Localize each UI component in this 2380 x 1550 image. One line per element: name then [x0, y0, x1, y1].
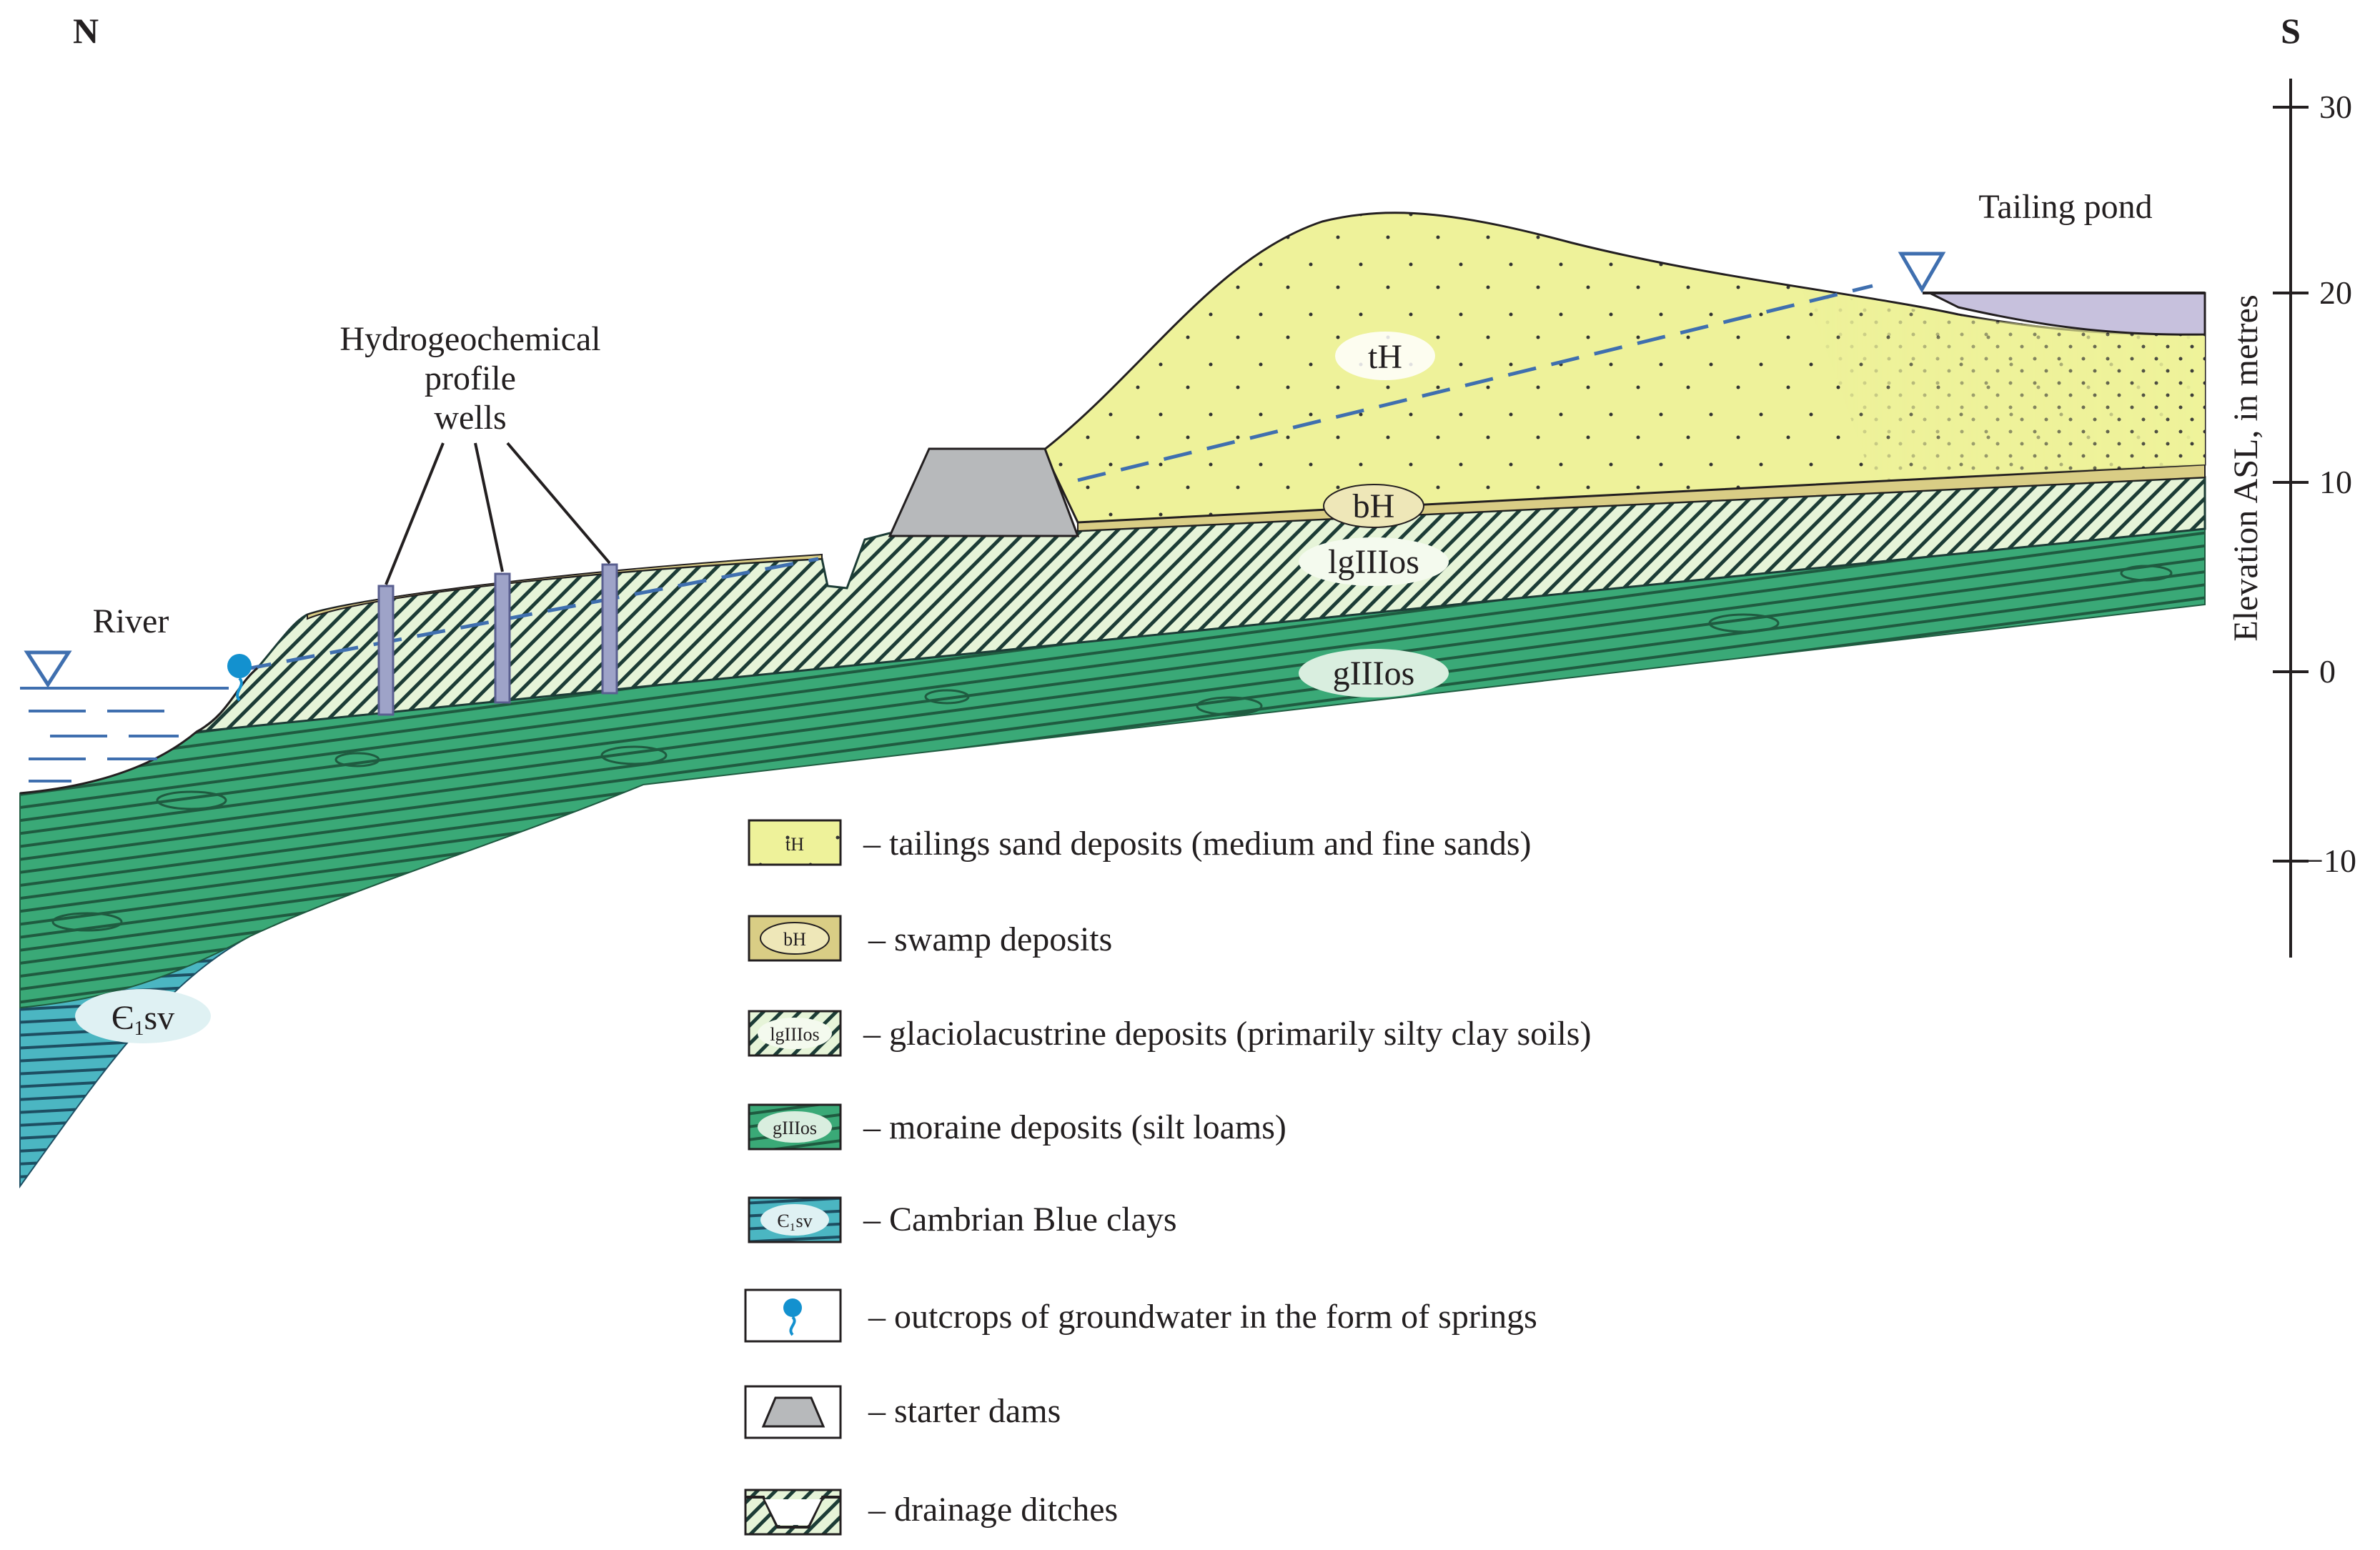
legend-item-spring: – outcrops of groundwater in the form of… — [744, 1288, 1537, 1343]
axis-tick-30: 30 — [2319, 89, 2352, 125]
hydrogeochemical-wells — [377, 563, 618, 716]
river-water — [20, 688, 229, 793]
svg-text:– tailings sand deposits (medi: – tailings sand deposits (medium and fin… — [863, 825, 1532, 863]
label-lgIIIos: lgIIIos — [1299, 537, 1449, 586]
river-water-level-icon — [24, 650, 72, 688]
svg-text:– outcrops of groundwater in t: – outcrops of groundwater in the form of… — [868, 1298, 1537, 1336]
legend-item-drainage-ditch: – drainage ditches — [744, 1489, 1118, 1536]
svg-text:tH: tH — [785, 834, 804, 855]
wells-callout-lines — [385, 442, 611, 585]
river-ripples — [29, 710, 179, 783]
wells-label-line-3: wells — [434, 399, 506, 437]
legend-item-cambrian: Є₁sv – Cambrian Blue clays — [748, 1196, 1177, 1243]
svg-text:Є1sv: Є1sv — [111, 999, 174, 1040]
wells-label-line-2: profile — [425, 359, 516, 397]
legend: tH – tailings sand deposits (medium and … — [744, 819, 1591, 1536]
label-cambrian: Є1sv — [75, 989, 211, 1043]
svg-text:– starter dams: – starter dams — [868, 1392, 1061, 1430]
legend-spring-icon — [783, 1298, 802, 1336]
svg-text:Є₁sv: Є₁sv — [777, 1211, 812, 1231]
svg-text:gIIIos: gIIIos — [773, 1118, 817, 1138]
tailings-dense-zone — [1801, 289, 2205, 480]
starter-dam — [888, 447, 1080, 537]
svg-text:– glaciolacustrine deposits (p: – glaciolacustrine deposits (primarily s… — [863, 1015, 1591, 1053]
spring-icon — [227, 654, 252, 702]
elevation-axis — [2273, 79, 2309, 958]
legend-ditch-icon — [745, 1496, 841, 1529]
svg-text:bH: bH — [783, 929, 806, 950]
axis-title: Elevation ASL, in metres — [2227, 294, 2265, 641]
legend-item-starter-dam: – starter dams — [744, 1385, 1061, 1439]
svg-text:– swamp deposits: – swamp deposits — [868, 920, 1112, 958]
river-label: River — [93, 602, 169, 640]
svg-text:– drainage ditches: – drainage ditches — [868, 1491, 1118, 1529]
svg-text:lgIIIos: lgIIIos — [770, 1024, 819, 1045]
svg-text:tH: tH — [1368, 338, 1402, 376]
svg-text:– moraine deposits (silt loams: – moraine deposits (silt loams) — [863, 1108, 1286, 1146]
north-label: N — [73, 11, 99, 51]
legend-item-swamp: bH – swamp deposits — [748, 915, 1112, 962]
groundwater-table — [242, 284, 1873, 672]
moraine-lenses — [51, 565, 2173, 932]
legend-item-moraine: gIIIos – moraine deposits (silt loams) — [748, 1103, 1286, 1151]
tailing-pond-label: Tailing pond — [1978, 188, 2152, 226]
legend-dam-icon — [761, 1396, 825, 1428]
label-gIIIos: gIIIos — [1299, 649, 1449, 697]
legend-item-glaciolacustrine: lgIIIos – glaciolacustrine deposits (pri… — [748, 1010, 1591, 1057]
svg-text:bH: bH — [1353, 487, 1395, 525]
south-label: S — [2281, 11, 2301, 51]
tailing-pond-water — [1929, 292, 2206, 336]
axis-tick-10: 10 — [2319, 464, 2352, 500]
label-tH: tH — [1335, 332, 1435, 380]
axis-tick-20: 20 — [2319, 274, 2352, 311]
tailing-pond-water-level-icon — [1898, 252, 1946, 293]
svg-text:lgIIIos: lgIIIos — [1328, 543, 1419, 581]
svg-text:– Cambrian Blue clays: – Cambrian Blue clays — [863, 1201, 1177, 1238]
label-bH: bH — [1323, 484, 1424, 528]
svg-text:gIIIos: gIIIos — [1333, 655, 1415, 692]
legend-item-tailings: tH – tailings sand deposits (medium and … — [748, 819, 1532, 866]
axis-tick-minus-10: −10 — [2305, 843, 2356, 879]
wells-label-line-1: Hydrogeochemical — [339, 320, 600, 358]
axis-tick-0: 0 — [2319, 653, 2336, 690]
